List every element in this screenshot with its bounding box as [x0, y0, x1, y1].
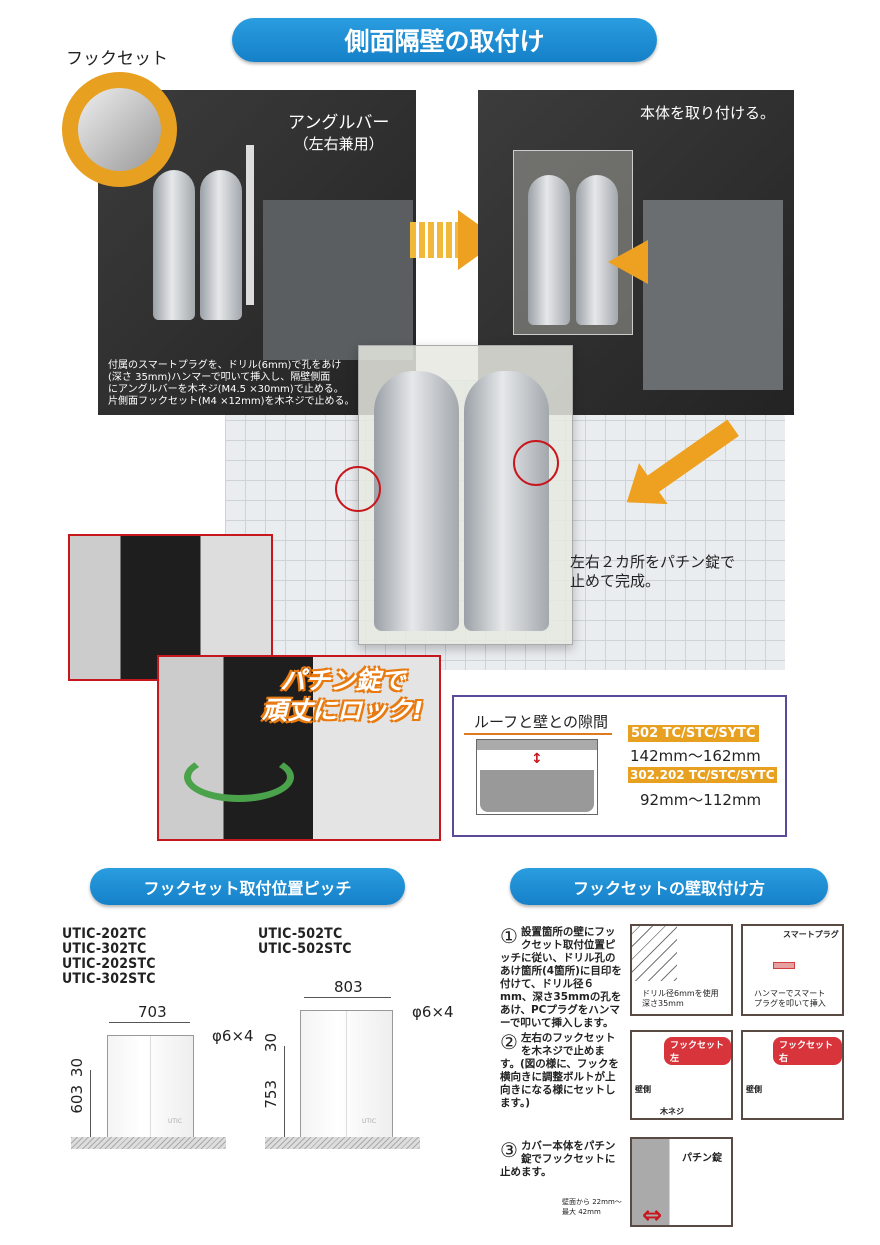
panel1-caption: 付属のスマートプラグを、ドリル(6mm)で孔をあけ(深さ 35mm)ハンマーで叩…: [108, 360, 355, 407]
ground: [265, 1137, 420, 1149]
latch-label: パチン錠: [682, 1153, 722, 1164]
arrow-left-icon: [608, 240, 648, 284]
gas-cylinder: [153, 170, 195, 320]
brand-mark: UTIC: [168, 1118, 183, 1125]
wall-side-label: 壁側: [746, 1085, 762, 1094]
partition-wall: [643, 200, 783, 390]
hook-left-figure: フックセット左 壁側 木ネジ: [630, 1030, 733, 1120]
lock-slogan: パチン錠で頑丈にロック!: [262, 666, 424, 725]
hammer-figure: スマートプラグ ハンマーでスマートプラグを叩いて挿入: [741, 924, 844, 1016]
hole-left: φ6×4: [212, 1027, 254, 1045]
hook-set-callout: [62, 72, 177, 187]
latch-inset-2: [157, 655, 441, 841]
hook-left-tag: フックセット左: [664, 1037, 731, 1065]
smart-plug-label: スマートプラグ: [783, 930, 839, 939]
hook-set-image: [78, 88, 161, 171]
complete-caption: 左右２カ所をパチン錠で止めて完成。: [570, 553, 736, 590]
height-right: 753: [262, 1080, 280, 1109]
angle-bar-label: アングルバー（左右兼用）: [288, 113, 390, 153]
hook-right-tag: フックセット右: [773, 1037, 842, 1065]
gap-model-1: 502 TC/STC/SYTC: [628, 725, 759, 742]
brand-mark: UTIC: [362, 1118, 377, 1125]
wood-screw-label: 木ネジ: [660, 1107, 684, 1116]
width-right: 803: [334, 978, 363, 996]
hammer-caption: ハンマーでスマートプラグを叩いて挿入: [754, 989, 826, 1008]
hook-right-figure: フックセット右 壁側: [741, 1030, 844, 1120]
gas-cylinder: [200, 170, 242, 320]
wall-section-title: フックセットの壁取付け方: [510, 868, 828, 905]
gas-cylinder: [528, 175, 570, 325]
partition-wall: [263, 200, 413, 360]
gap-title: ルーフと壁との隙間: [474, 713, 608, 731]
gap-diagram: ↕: [476, 739, 598, 815]
gap-range-1: 142mm〜162mm: [630, 747, 761, 765]
angle-bar: [246, 145, 254, 305]
drill-figure: ドリル径6mmを使用深さ35mm: [630, 924, 733, 1016]
step-3-note: 壁面から 22mm〜最大 42mm: [562, 1198, 622, 1216]
drill-caption: ドリル径6mmを使用深さ35mm: [642, 989, 719, 1008]
width-left: 703: [138, 1003, 167, 1021]
gas-cylinder: [374, 371, 459, 631]
height-left: 603: [68, 1085, 86, 1114]
gap-range-2: 92mm〜112mm: [640, 791, 762, 809]
ground: [71, 1137, 226, 1149]
cabinet-main: [358, 345, 573, 645]
gas-cylinder: [464, 371, 549, 631]
wall-side-label: 壁側: [635, 1085, 651, 1094]
offset-left: 30: [68, 1058, 86, 1078]
hook-set-label: フックセット: [66, 49, 168, 69]
panel2-caption: 本体を取り付ける。: [640, 104, 776, 122]
gap-arrow-icon: ↕: [531, 751, 543, 767]
arrow-right-icon: [410, 222, 460, 258]
pitch-section-title: フックセット取付位置ピッチ: [90, 868, 405, 905]
rotate-arrow-icon: [184, 752, 294, 802]
gap-info-box: ルーフと壁との隙間 ↕ 502 TC/STC/SYTC 142mm〜162mm …: [452, 695, 787, 837]
smart-plug: [773, 962, 795, 969]
double-arrow-icon: ⇔: [642, 1201, 663, 1229]
offset-right: 30: [262, 1033, 280, 1053]
latch-figure: パチン錠 ⇔: [630, 1137, 733, 1229]
title-underline: [464, 733, 612, 735]
gap-model-2: 302.202 TC/STC/SYTC: [628, 767, 777, 783]
hole-right: φ6×4: [412, 1003, 454, 1021]
page-title: 側面隔壁の取付け: [232, 18, 657, 62]
lock-highlight-circle: [335, 466, 381, 512]
lock-highlight-circle: [513, 440, 559, 486]
